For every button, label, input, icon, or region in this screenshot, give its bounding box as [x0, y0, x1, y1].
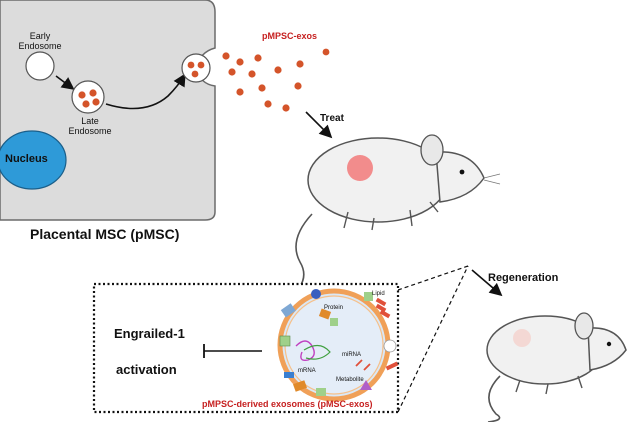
exosome-dot: [197, 61, 205, 69]
early-endosome-line-2: Endosome: [18, 41, 62, 51]
mrna-label: mRNA: [298, 368, 316, 374]
treat-label: Treat: [320, 113, 344, 124]
healed-area-icon: [513, 329, 531, 347]
late-endosome-line-1: Late: [81, 116, 99, 126]
released-exosomes: [222, 48, 330, 112]
late-endosome-icon: [71, 80, 105, 114]
exosome-dot: [92, 98, 100, 106]
treated-mouse-illustration: [285, 134, 501, 301]
lipid-label: Lipid: [372, 291, 385, 297]
exosome-caption: pMPSC-derived exosomes (pMSC-exos): [202, 399, 373, 409]
zoom-line-top: [397, 265, 469, 291]
wound-area-icon: [347, 155, 373, 181]
exosome-dot: [187, 61, 195, 69]
engrailed-label: Engrailed-1: [114, 326, 185, 341]
regeneration-arrow: [471, 269, 503, 297]
late-endosome-line-2: Endosome: [68, 126, 112, 136]
metabolite-label: Metabolite: [336, 377, 364, 383]
protein-label: Protein: [324, 305, 344, 311]
secreting-vesicle-icon: [181, 53, 211, 83]
early-endosome-label: Early Endosome: [14, 31, 66, 51]
activation-label: activation: [116, 362, 177, 377]
early-endosome-line-1: Early: [29, 31, 51, 41]
cell-caption: Placental MSC (pMSC): [30, 226, 180, 242]
regenerated-mouse-illustration: [486, 312, 627, 423]
early-endosome-icon: [25, 51, 55, 81]
exosome-detail-illustration: [277, 288, 399, 402]
exosome-dot: [82, 100, 90, 108]
exosome-dot: [191, 70, 199, 78]
exosomes-label: pMPSC-exos: [262, 31, 318, 41]
mirna-label: miRNA: [342, 352, 361, 358]
nucleus-label: Nucleus: [5, 153, 48, 165]
regeneration-label: Regeneration: [488, 272, 559, 284]
exosome-dot: [89, 89, 97, 97]
zoom-line-bottom: [397, 265, 469, 413]
nucleus-icon: [0, 130, 67, 190]
treat-arrow: [305, 111, 333, 139]
arrow-early-to-late: [55, 75, 75, 90]
exosome-dot: [78, 91, 86, 99]
late-endosome-label: Late Endosome: [64, 116, 116, 136]
arrow-late-to-membrane: [105, 73, 186, 110]
